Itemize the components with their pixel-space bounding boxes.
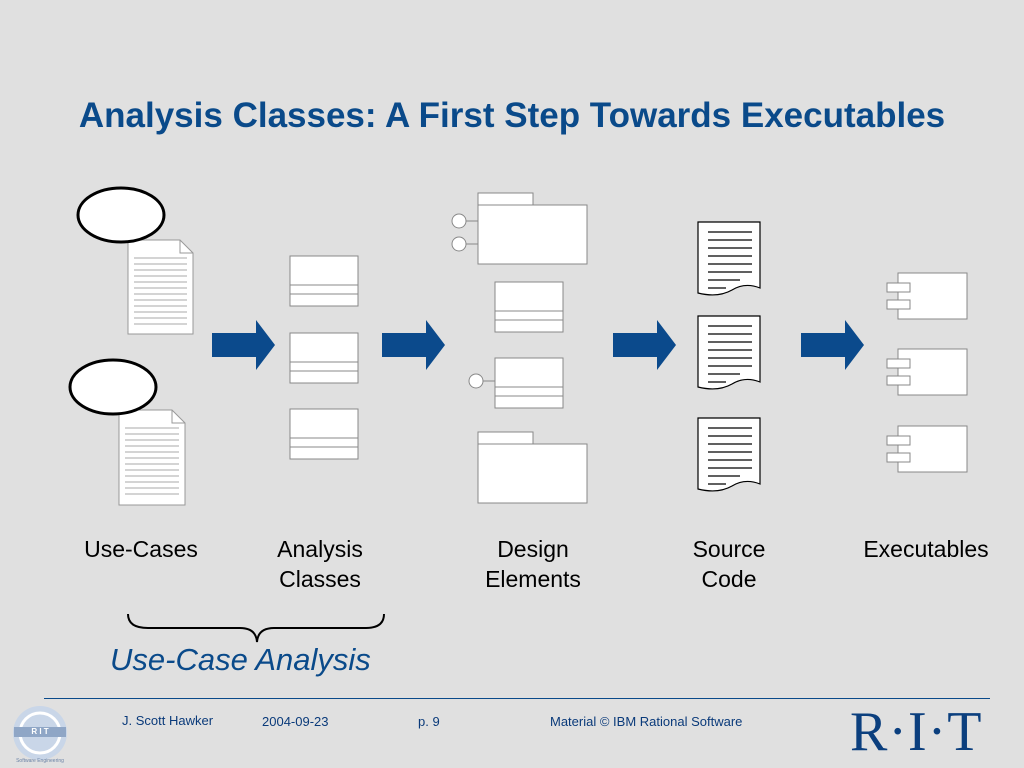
interface-lollipop-icon	[468, 373, 484, 389]
analysis-classes-group	[289, 255, 359, 460]
rit-seal-logo	[13, 706, 67, 760]
source-file-icon	[697, 417, 761, 492]
right-arrow-icon	[212, 320, 275, 370]
document-icon	[127, 239, 194, 335]
interface-lollipop-icon	[451, 236, 467, 252]
label-analysis-classes: Analysis Classes	[277, 536, 363, 592]
right-arrow-icon	[382, 320, 445, 370]
rit-logo: R·I·T	[850, 701, 983, 763]
component-icon	[886, 348, 968, 396]
class-box-icon	[289, 255, 359, 307]
document-icon	[118, 409, 186, 506]
design-elements-group	[451, 192, 588, 504]
use-case-ellipse-icon	[68, 358, 158, 416]
footer-date: 2004-09-23	[262, 714, 329, 729]
source-code-group	[697, 221, 761, 492]
label-use-cases: Use-Cases	[84, 536, 198, 562]
label-source-code: Source Code	[692, 536, 766, 592]
use-case-analysis-label: Use-Case Analysis	[110, 642, 371, 677]
slide-title: Analysis Classes: A First Step Towards E…	[78, 96, 946, 135]
class-box-icon	[494, 357, 564, 409]
footer-divider	[44, 698, 990, 699]
class-box-icon	[289, 332, 359, 384]
source-file-icon	[697, 315, 761, 390]
footer-page: p. 9	[418, 714, 440, 729]
right-arrow-icon	[801, 320, 864, 370]
label-design-elements: Design Elements	[485, 536, 581, 592]
footer-author: J. Scott Hawker	[122, 713, 214, 728]
label-executables: Executables	[863, 536, 989, 562]
right-arrow-icon	[613, 320, 676, 370]
package-icon	[477, 431, 588, 504]
package-icon	[477, 192, 588, 265]
component-icon	[886, 272, 968, 320]
footer-copyright: Material © IBM Rational Software	[550, 714, 743, 729]
component-icon	[886, 425, 968, 473]
seal-caption: Software Engineering	[16, 758, 64, 764]
use-cases-group	[68, 186, 194, 506]
class-box-icon	[289, 408, 359, 460]
source-file-icon	[697, 221, 761, 296]
brace-icon	[127, 613, 385, 643]
class-box-icon	[494, 281, 564, 333]
executables-group	[886, 272, 968, 473]
use-case-ellipse-icon	[76, 186, 166, 244]
interface-lollipop-icon	[451, 213, 467, 229]
seal-text: R I T	[31, 727, 49, 736]
